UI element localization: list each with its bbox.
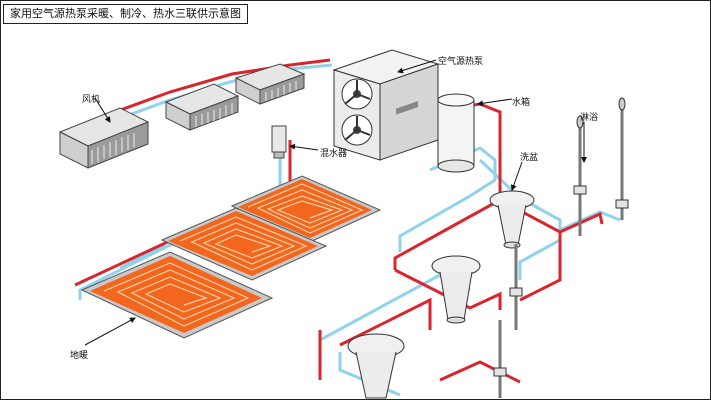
floor-heating-panel-2: [160, 207, 328, 281]
mixing-valve: [271, 125, 287, 159]
label-floor-heating: 地暖: [70, 351, 89, 361]
shower-4: [493, 320, 507, 398]
shower-3: [509, 244, 523, 330]
fan-coil-unit-2: [164, 83, 240, 131]
shower-2: [615, 97, 629, 220]
label-wash-basin: 洗盆: [520, 153, 539, 163]
label-heat-pump: 空气源热泵: [438, 57, 484, 67]
diagram-title: 家用空气源热泵采暖、制冷、热水三联供示意图: [3, 4, 248, 24]
fan-coil-unit-1: [58, 107, 150, 169]
wash-basin-3: [347, 333, 405, 399]
floor-heating-panel-3: [80, 251, 274, 339]
label-shower: 淋浴: [580, 113, 599, 123]
floor-heating-panel-1: [230, 175, 382, 243]
label-fan-coil: 风机: [82, 95, 101, 105]
label-water-tank: 水箱: [512, 98, 531, 108]
wash-basin-2: [431, 255, 481, 324]
fan-coil-unit-3: [234, 63, 306, 105]
shower-1: [573, 115, 587, 236]
wash-basin-1: [489, 190, 535, 249]
leader-arrows: [84, 59, 587, 346]
label-mixing-valve: 混水器: [320, 149, 348, 159]
water-tank: [437, 93, 475, 173]
air-source-heat-pump: [332, 49, 440, 161]
